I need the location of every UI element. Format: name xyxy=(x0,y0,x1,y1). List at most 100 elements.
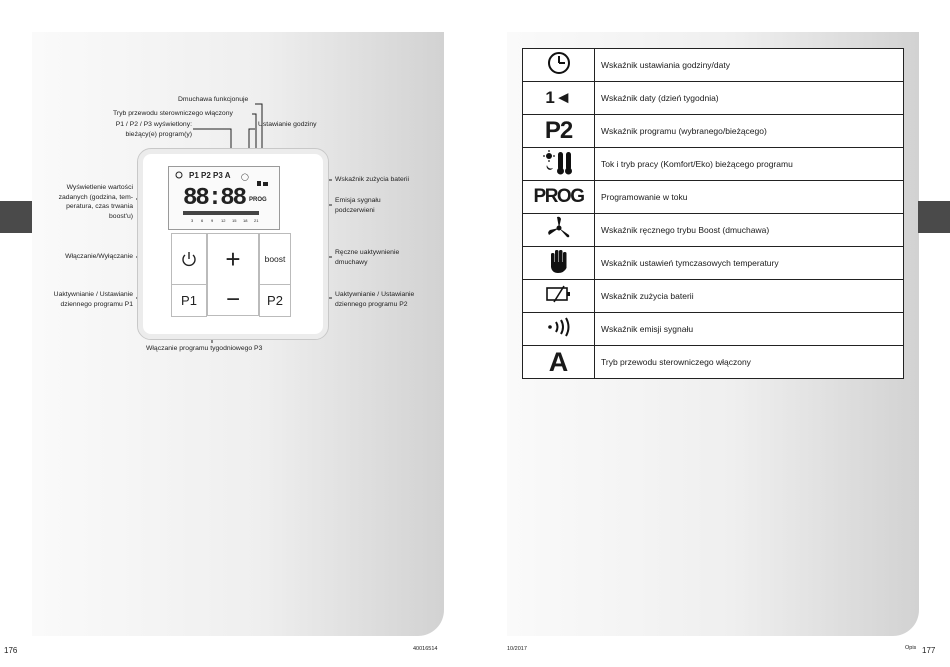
legend-text: Wskaźnik ręcznego trybu Boost (dmuchawa) xyxy=(594,213,904,247)
legend-row: PROG Programowanie w toku xyxy=(522,180,904,214)
battery-icon xyxy=(545,285,570,302)
minus-label: − xyxy=(225,285,240,313)
callout-values-line3: peratura, czas trwania xyxy=(66,203,133,210)
legend-text: Wskaźnik ustawień tymczasowych temperatu… xyxy=(594,246,904,280)
callout-values-line1: Wyświetlenie wartości xyxy=(66,184,133,191)
p2-label: P2 xyxy=(267,293,283,308)
callout-values-line2: zadanych (godzina, tem- xyxy=(58,193,133,201)
right-edge-tab xyxy=(918,201,950,233)
legend-icon-cell: P2 xyxy=(522,114,595,148)
callout-fan: Dmuchawa funkcjonuje xyxy=(178,96,249,103)
legend-text: Wskaźnik daty (dzień tygodnia) xyxy=(594,81,904,115)
p1-button[interactable]: P1 xyxy=(171,284,207,317)
callout-boost: Ręczne uaktywnienie dmuchawy xyxy=(335,248,399,267)
document-code: 40016514 xyxy=(413,646,438,652)
callout-battery: Wskaźnik zużycia baterii xyxy=(335,176,410,183)
lcd-hour-scale: 3 6 9 12 15 18 21 xyxy=(191,218,259,223)
fan-icon xyxy=(547,216,569,237)
callout-p2-line2: dziennego programu P2 xyxy=(335,300,408,308)
p1-label: P1 xyxy=(181,293,197,308)
callout-p1-line1: Uaktywnianie / Ustawianie xyxy=(53,291,133,298)
legend-row: Wskaźnik emisji sygnału xyxy=(522,312,904,346)
indicator-legend-table: Wskaźnik ustawiania godziny/daty 1◄ Wska… xyxy=(522,48,904,379)
callout-time-setting: Ustawianie godziny xyxy=(258,121,317,128)
callout-pilot-wire: Tryb przewodu sterowniczego włączony xyxy=(113,110,233,117)
callout-boost-line2: dmuchawy xyxy=(335,258,368,266)
prog-icon: PROG xyxy=(533,186,585,207)
callout-values-line4: boost'u) xyxy=(109,212,133,220)
day-icon: 1◄ xyxy=(545,88,572,107)
legend-text: Tryb przewodu sterowniczego włączony xyxy=(594,345,904,379)
boost-label: boost xyxy=(264,254,286,264)
lcd-segments: P1 P2 P3 A ◯ 88:88 PROG 3 6 9 12 15 18 2… xyxy=(175,171,268,223)
legend-row: P2 Wskaźnik programu (wybranego/bieżąceg… xyxy=(522,114,904,148)
legend-row: Wskaźnik zużycia baterii xyxy=(522,279,904,313)
callout-ir-line2: podczerwieni xyxy=(335,206,375,214)
svg-text:12: 12 xyxy=(221,218,226,223)
legend-text: Wskaźnik zużycia baterii xyxy=(594,279,904,313)
legend-icon-cell xyxy=(522,312,595,346)
lcd-digits: 88:88 xyxy=(183,185,247,212)
footer-section-label: Opis xyxy=(905,645,917,651)
legend-icon-cell: PROG xyxy=(522,180,595,214)
signal-icon xyxy=(547,317,569,336)
legend-row: Tok i tryb pracy (Komfort/Eko) bieżącego… xyxy=(522,147,904,181)
svg-text:6: 6 xyxy=(201,218,204,223)
legend-icon-cell xyxy=(522,213,595,247)
legend-icon-cell xyxy=(522,48,595,82)
legend-icon-cell xyxy=(522,279,595,313)
callout-values-display: Wyświetlenie wartości zadanych (godzina,… xyxy=(36,183,133,221)
pilot-wire-icon: A xyxy=(548,346,569,377)
legend-row: A Tryb przewodu sterowniczego włączony xyxy=(522,345,904,379)
legend-row: 1◄ Wskaźnik daty (dzień tygodnia) xyxy=(522,81,904,115)
svg-text:3: 3 xyxy=(191,218,194,223)
lcd-screen: P1 P2 P3 A ◯ 88:88 PROG 3 6 9 12 15 18 2… xyxy=(168,166,280,230)
callout-boost-line1: Ręczne uaktywnienie xyxy=(335,249,400,256)
callout-program-display: P1 / P2 / P3 wyświetlony: bieżący(e) pro… xyxy=(62,120,192,139)
legend-text: Tok i tryb pracy (Komfort/Eko) bieżącego… xyxy=(594,147,904,181)
button-panel: + boost P1 − P2 xyxy=(171,233,325,317)
legend-text: Wskaźnik programu (wybranego/bieżącego) xyxy=(594,114,904,148)
plus-button[interactable]: + xyxy=(207,233,259,284)
comfort-eco-icon xyxy=(542,149,572,174)
legend-row: Wskaźnik ręcznego trybu Boost (dmuchawa) xyxy=(522,213,904,247)
legend-row: Wskaźnik ustawiania godziny/daty xyxy=(522,48,904,82)
legend-text: Programowanie w toku xyxy=(594,180,904,214)
callout-onoff: Włączanie/Wyłączanie xyxy=(65,253,133,260)
callout-p1-line2: dziennego programu P1 xyxy=(60,300,133,308)
legend-icon-cell: A xyxy=(522,345,595,379)
legend-text: Wskaźnik emisji sygnału xyxy=(594,312,904,346)
callout-program-display-line2: bieżący(e) program(y) xyxy=(125,130,192,138)
power-button[interactable] xyxy=(171,233,207,285)
publication-date: 10/2017 xyxy=(507,646,527,652)
callout-p3: Włączanie programu tygodniowego P3 xyxy=(146,345,263,352)
lcd-top-indicators: P1 P2 P3 A xyxy=(189,171,231,180)
svg-text:◯: ◯ xyxy=(241,173,249,181)
callout-p2-line1: Uaktywnianie / Ustawianie xyxy=(335,291,415,298)
svg-text:9: 9 xyxy=(211,218,214,223)
legend-icon-cell xyxy=(522,147,595,181)
left-page-number: 176 xyxy=(4,646,18,655)
legend-text: Wskaźnik ustawiania godziny/daty xyxy=(594,48,904,82)
minus-button[interactable]: − xyxy=(207,284,259,316)
callout-ir-line1: Emisja sygnału xyxy=(335,197,381,204)
callout-p1: Uaktywnianie / Ustawianie dziennego prog… xyxy=(36,290,133,309)
legend-icon-cell: 1◄ xyxy=(522,81,595,115)
callout-p2: Uaktywnianie / Ustawianie dziennego prog… xyxy=(335,290,414,309)
power-icon xyxy=(182,252,196,267)
svg-text:21: 21 xyxy=(254,218,259,223)
callout-program-display-line1: P1 / P2 / P3 wyświetlony: xyxy=(115,121,192,128)
svg-text:15: 15 xyxy=(232,218,237,223)
program-icon: P2 xyxy=(544,117,573,144)
clock-icon xyxy=(547,51,570,74)
svg-text:18: 18 xyxy=(243,218,248,223)
right-page-number: 177 xyxy=(922,646,936,655)
plus-label: + xyxy=(225,243,241,274)
callout-ir-emission: Emisja sygnału podczerwieni xyxy=(335,196,381,215)
p2-button[interactable]: P2 xyxy=(259,284,291,317)
lcd-prog: PROG xyxy=(249,197,267,203)
left-edge-tab xyxy=(0,201,32,233)
legend-icon-cell xyxy=(522,246,595,280)
legend-row: Wskaźnik ustawień tymczasowych temperatu… xyxy=(522,246,904,280)
boost-button[interactable]: boost xyxy=(259,233,291,285)
